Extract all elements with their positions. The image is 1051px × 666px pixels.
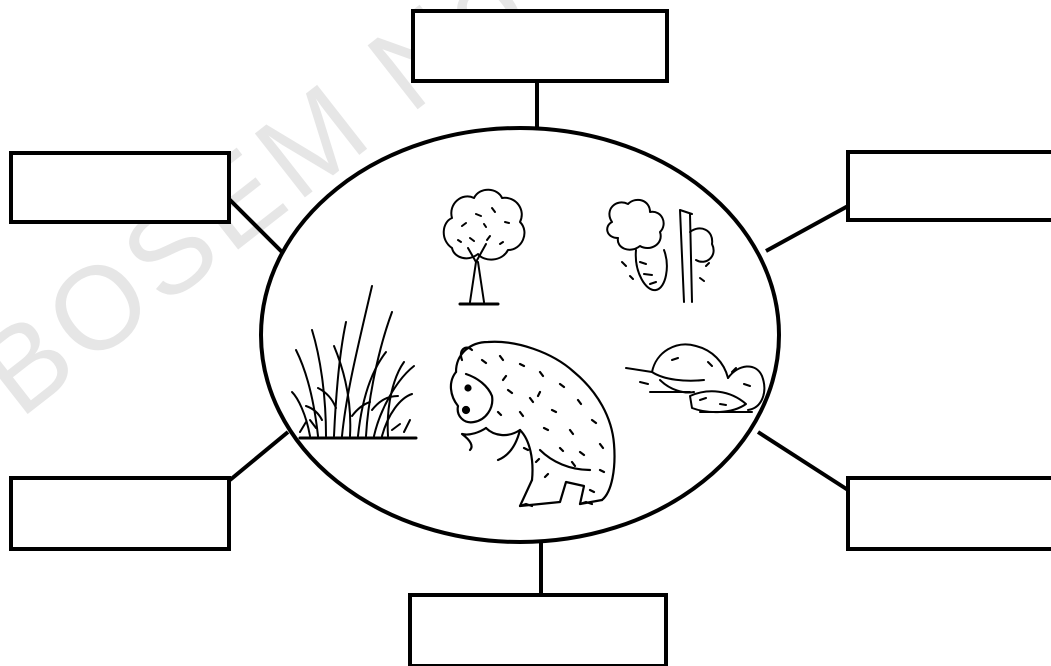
label-box-top[interactable]: [413, 11, 667, 81]
connector-lower-right: [758, 432, 848, 490]
label-box-lower-right[interactable]: [848, 478, 1051, 549]
habitat-ellipse: [261, 128, 779, 542]
connector-upper-right: [766, 206, 848, 251]
label-box-bottom[interactable]: [410, 595, 666, 666]
label-box-upper-right[interactable]: [848, 152, 1051, 220]
label-box-lower-left[interactable]: [11, 478, 229, 549]
connector-lower-left: [230, 432, 288, 480]
label-box-upper-left[interactable]: [11, 153, 229, 222]
